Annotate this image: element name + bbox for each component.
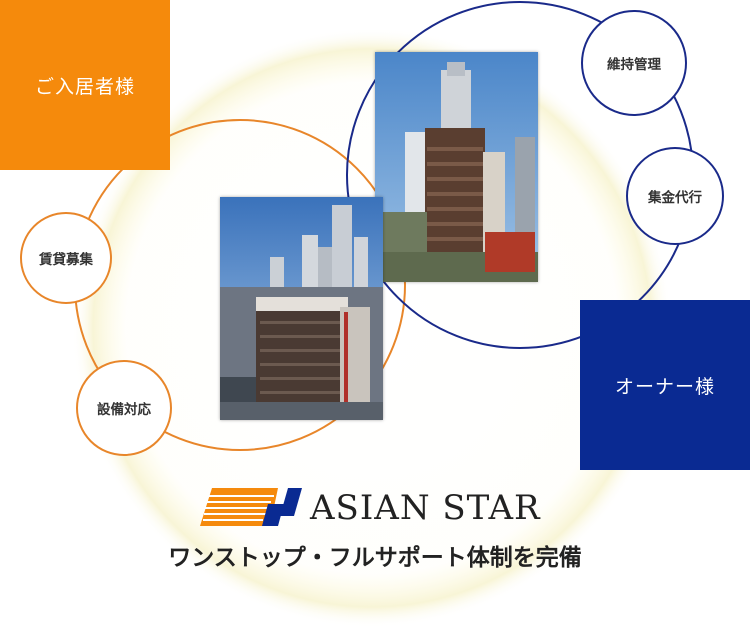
service-label: 設備対応	[97, 402, 151, 418]
owner-label: オーナー様	[614, 375, 715, 398]
service-circle-rent-collection: 集金代行	[626, 147, 724, 245]
building-photo-apartment	[220, 197, 383, 420]
building-photo-apartment-image	[220, 197, 383, 420]
brand-logo: ASIAN STAR	[198, 486, 558, 532]
service-label: 維持管理	[607, 57, 661, 73]
tenant-box: ご入居者様	[0, 0, 170, 170]
service-circle-maintenance: 維持管理	[581, 10, 687, 116]
tagline: ワンストップ・フルサポート体制を完備	[168, 544, 582, 571]
service-label: 賃貸募集	[39, 252, 93, 268]
service-circle-equipment-support: 設備対応	[76, 360, 172, 456]
service-label: 集金代行	[648, 190, 702, 206]
building-photo-tower	[375, 52, 538, 282]
asian-star-logo-stripes-icon	[200, 488, 302, 526]
service-circle-rental-recruitment: 賃貸募集	[20, 212, 112, 304]
brand-name: ASIAN STAR	[310, 488, 541, 528]
building-photo-tower-image	[375, 52, 538, 282]
owner-box: オーナー様	[580, 300, 750, 470]
tenant-label: ご入居者様	[34, 75, 135, 98]
